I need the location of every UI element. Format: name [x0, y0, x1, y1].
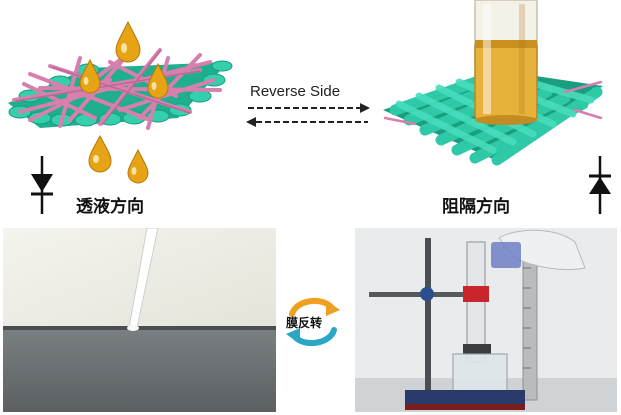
penetration-direction-label: 透液方向 [76, 197, 144, 217]
arrow-up-bar-icon [589, 156, 611, 214]
arrow-down-bar-icon [31, 156, 53, 214]
droplet-icons [79, 20, 169, 184]
penetration-fabric-diagram [8, 20, 233, 184]
barrier-photo [355, 228, 617, 412]
reverse-side-label: Reverse Side [250, 83, 341, 100]
circular-swap-icon [286, 297, 340, 347]
penetration-photo [3, 228, 276, 412]
barrier-direction-label: 阻隔方向 [442, 197, 510, 217]
barrier-fabric-diagram [383, 0, 603, 166]
reverse-side-arrows [246, 103, 370, 127]
membrane-flip-label: 膜反转 [286, 316, 323, 330]
liquid-tube [474, 0, 538, 125]
